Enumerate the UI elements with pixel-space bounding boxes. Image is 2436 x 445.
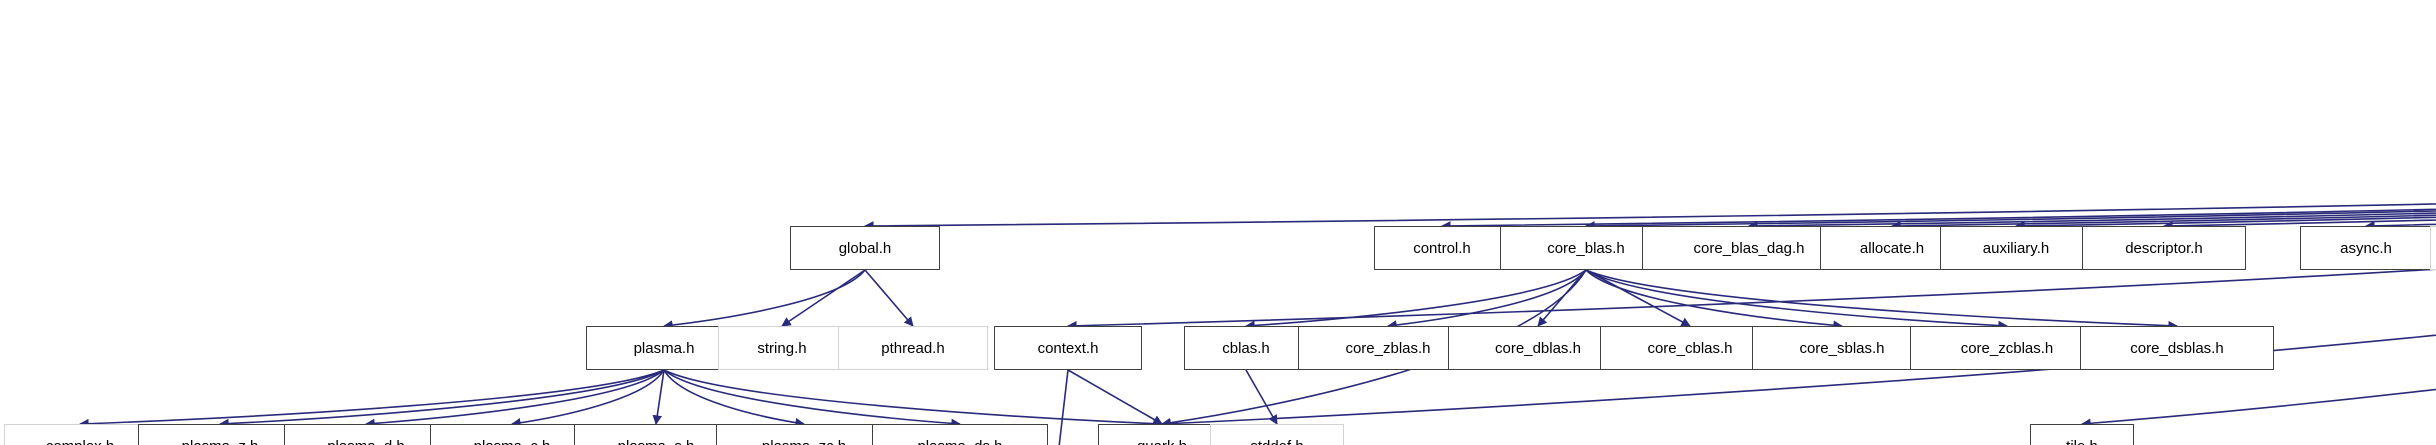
edge-global-h-to-pthread-h <box>864 269 914 327</box>
graph-node-plasma-z-h[interactable]: plasma_z.h <box>138 424 302 445</box>
graph-node-plasma-d-h[interactable]: plasma_d.h <box>284 424 448 445</box>
edge-core-blas-h-to-core-dsblas-h <box>1585 269 2178 331</box>
edge-common-h-to-control-h <box>1441 208 2436 231</box>
edge-core-blas-h-to-core-zblas-h <box>1387 269 1587 330</box>
edge-core-blas-h-to-core-dblas-h <box>1537 269 1587 327</box>
graph-node-plasma-h[interactable]: plasma.h <box>586 326 742 370</box>
graph-node-global-h[interactable]: global.h <box>790 226 940 270</box>
graph-node-string-h[interactable]: string.h <box>718 326 846 370</box>
graph-node-complex-h[interactable]: complex.h <box>4 424 156 445</box>
edge-common-h-to-allocate-h <box>1891 214 2436 231</box>
graph-node-plasma-zc-h[interactable]: plasma_zc.h <box>716 424 892 445</box>
edge-common-h-to-auxiliary-h <box>2015 216 2436 231</box>
graph-node-control-h[interactable]: control.h <box>1374 226 1510 270</box>
edge-plasma-h-to-plasma-c-h <box>511 369 665 428</box>
edge-plasma-h-to-plasma-ds-h <box>663 369 961 429</box>
edge-core-blas-h-to-core-cblas-h <box>1585 269 1691 327</box>
edge-core-blas-h-to-cblas-h <box>1245 269 1587 331</box>
graph-node-core-zcblas-h[interactable]: core_zcblas.h <box>1910 326 2104 370</box>
edge-global-h-to-string-h <box>781 269 866 327</box>
graph-node-pthread-h[interactable]: pthread.h <box>838 326 988 370</box>
edge-plasma-h-to-plasma-z-h <box>219 369 665 429</box>
edge-common-h-to-global-h <box>864 203 2436 231</box>
edge-plasma-h-to-plasma-zc-h <box>663 369 805 428</box>
edge-common-h-to-async-h <box>2365 221 2436 231</box>
edge-core-blas-h-to-core-zcblas-h <box>1585 269 2008 331</box>
edge-common-h-to-quark-h <box>1161 334 2436 429</box>
graph-node-auxiliary-h[interactable]: auxiliary.h <box>1940 226 2092 270</box>
edge-common-h-to-descriptor-h <box>2163 219 2436 231</box>
graph-node-quark-h[interactable]: quark.h <box>1098 424 1226 445</box>
graph-node-descriptor-h[interactable]: descriptor.h <box>2082 226 2246 270</box>
graph-node-plasma-c-h[interactable]: plasma_c.h <box>430 424 594 445</box>
graph-node-tile-h[interactable]: tile.h <box>2030 424 2134 445</box>
edge-core-blas-h-to-core-sblas-h <box>1585 269 1843 331</box>
graph-node-plasma-ds-h[interactable]: plasma_ds.h <box>872 424 1048 445</box>
graph-node-unistd-h[interactable]: unistd.h <box>2430 226 2436 270</box>
edge-context-h-to-stdio-h <box>1058 369 1069 445</box>
graph-node-stddef-h[interactable]: stddef.h <box>1210 424 1344 445</box>
edge-context-h-to-quark-h <box>1067 369 1163 425</box>
graph-node-context-h[interactable]: context.h <box>994 326 1142 370</box>
edge-common-h-to-tile-h <box>2081 388 2436 429</box>
edge-plasma-h-to-quark-h <box>663 369 1163 429</box>
graph-node-plasma-s-h[interactable]: plasma_s.h <box>574 424 738 445</box>
graph-node-async-h[interactable]: async.h <box>2300 226 2432 270</box>
graph-node-core-sblas-h[interactable]: core_sblas.h <box>1752 326 1932 370</box>
graph-node-cblas-h[interactable]: cblas.h <box>1184 326 1308 370</box>
edge-common-h-to-core-blas-dag-h <box>1748 212 2436 231</box>
graph-node-core-dsblas-h[interactable]: core_dsblas.h <box>2080 326 2274 370</box>
edge-cblas-h-to-stddef-h <box>1245 369 1278 425</box>
edge-plasma-h-to-plasma-d-h <box>365 369 665 429</box>
edge-common-h-to-core-blas-h <box>1585 210 2436 231</box>
edge-plasma-h-to-complex-h <box>79 369 665 429</box>
edge-plasma-h-to-plasma-s-h <box>652 369 665 425</box>
edge-global-h-to-plasma-h <box>663 269 866 330</box>
